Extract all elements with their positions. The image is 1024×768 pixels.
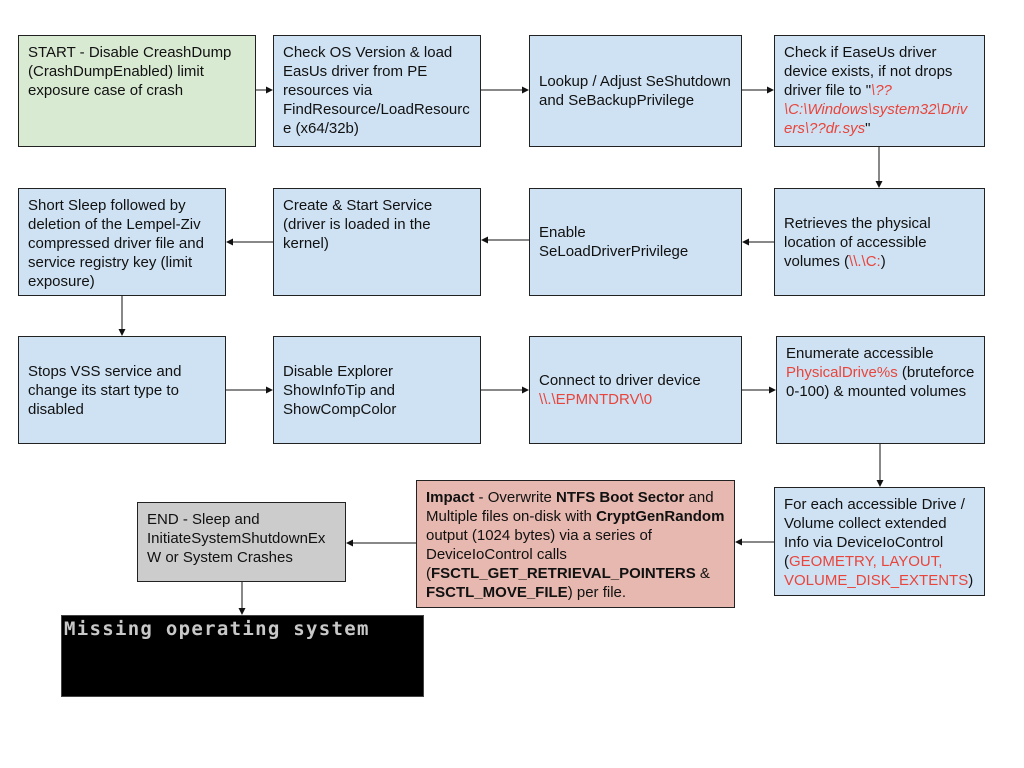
step-stop-vss: Stops VSS service and change its start t… <box>18 336 226 444</box>
text-segment: FSCTL_GET_RETRIEVAL_POINTERS <box>431 565 696 582</box>
text-segment: Check OS Version & load EasUs driver fro… <box>283 44 470 137</box>
missing-os-screen: Missing operating system <box>61 615 424 697</box>
text-segment: Create & Start Service (driver is loaded… <box>283 197 433 252</box>
text-segment: - Overwrite <box>474 489 557 506</box>
text-segment: ) <box>968 572 974 589</box>
text-segment: PhysicalDrive%s <box>786 364 898 381</box>
step-impact: Impact - Overwrite NTFS Boot Sector and … <box>416 480 735 608</box>
text-segment: Check if EaseUs driver device exists, if… <box>784 44 953 99</box>
text-segment: CryptGenRandom <box>596 508 725 525</box>
text-segment: NTFS Boot Sector <box>556 489 685 506</box>
step-text: Check if EaseUs driver device exists, if… <box>784 43 975 138</box>
step-load-driver-priv: Enable SeLoadDriverPrivilege <box>529 188 742 296</box>
text-segment: Connect to driver device <box>539 372 701 389</box>
step-sleep-delete: Short Sleep followed by deletion of the … <box>18 188 226 296</box>
step-enumerate: Enumerate accessible PhysicalDrive%s (br… <box>776 336 985 444</box>
step-end: END - Sleep and InitiateSystemShutdownEx… <box>137 502 346 582</box>
step-text: END - Sleep and InitiateSystemShutdownEx… <box>147 510 336 567</box>
text-segment: ) <box>880 252 886 270</box>
text-segment: \??\C:\Windows\system32\Drivers\??dr.sys <box>784 82 968 137</box>
text-segment: For each accessible Drive / Volume colle… <box>784 496 965 570</box>
step-text: Stops VSS service and change its start t… <box>28 362 216 419</box>
text-segment: START - Disable CreashDump (CrashDumpEna… <box>28 44 232 99</box>
step-drop-driver: Check if EaseUs driver device exists, if… <box>774 35 985 147</box>
step-text: Check OS Version & load EasUs driver fro… <box>283 43 471 138</box>
text-segment: END - Sleep and InitiateSystemShutdownEx… <box>147 511 326 566</box>
text-segment: Stops VSS service and change its start t… <box>28 362 182 418</box>
text-segment: Short Sleep followed by deletion of the … <box>28 197 204 290</box>
step-explorer: Disable Explorer ShowInfoTip and ShowCom… <box>273 336 481 444</box>
step-text: Create & Start Service (driver is loaded… <box>283 196 471 253</box>
text-segment: & <box>695 565 710 582</box>
text-segment: output (1024 bytes) via a series of Devi… <box>426 527 652 582</box>
step-privileges: Lookup / Adjust SeShutdown and SeBackupP… <box>529 35 742 147</box>
step-create-service: Create & Start Service (driver is loaded… <box>273 188 481 296</box>
text-segment: Disable Explorer ShowInfoTip and ShowCom… <box>283 362 397 418</box>
step-text: Enable SeLoadDriverPrivilege <box>539 223 732 261</box>
step-text: Lookup / Adjust SeShutdown and SeBackupP… <box>539 72 732 110</box>
text-segment: \\.\C: <box>849 252 881 270</box>
step-text: Short Sleep followed by deletion of the … <box>28 196 216 291</box>
text-segment: " <box>865 120 871 137</box>
text-segment: GEOMETRY, LAYOUT, VOLUME_DISK_EXTENTS <box>784 553 969 589</box>
text-segment: Enumerate accessible <box>786 345 934 362</box>
text-segment: and Multiple files on-disk with <box>426 489 714 525</box>
step-collect-info: For each accessible Drive / Volume colle… <box>774 487 985 596</box>
step-text: Connect to driver device \\.\EPMNTDRV\0 <box>539 371 732 409</box>
text-segment: Enable SeLoadDriverPrivilege <box>539 224 689 260</box>
step-start: START - Disable CreashDump (CrashDumpEna… <box>18 35 256 147</box>
step-volumes: Retrieves the physical location of acces… <box>774 188 985 296</box>
text-segment: FSCTL_MOVE_FILE <box>426 584 568 601</box>
text-segment: \\.\EPMNTDRV\0 <box>539 391 653 408</box>
text-segment: Lookup / Adjust SeShutdown and SeBackupP… <box>539 73 731 109</box>
step-text: Retrieves the physical location of acces… <box>784 214 975 271</box>
step-text: For each accessible Drive / Volume colle… <box>784 495 975 590</box>
text-segment: Retrieves the physical location of acces… <box>784 214 931 270</box>
step-connect: Connect to driver device \\.\EPMNTDRV\0 <box>529 336 742 444</box>
text-segment: ) per file. <box>567 584 627 601</box>
terminal-text: Missing operating system <box>64 618 370 640</box>
step-text: Enumerate accessible PhysicalDrive%s (br… <box>786 344 975 401</box>
step-check-os: Check OS Version & load EasUs driver fro… <box>273 35 481 147</box>
text-segment: (bruteforce 0-100) & mounted volumes <box>786 364 975 400</box>
step-text: START - Disable CreashDump (CrashDumpEna… <box>28 43 246 100</box>
step-text: Impact - Overwrite NTFS Boot Sector and … <box>426 488 725 602</box>
step-text: Disable Explorer ShowInfoTip and ShowCom… <box>283 362 471 419</box>
text-segment: Impact <box>426 489 475 506</box>
